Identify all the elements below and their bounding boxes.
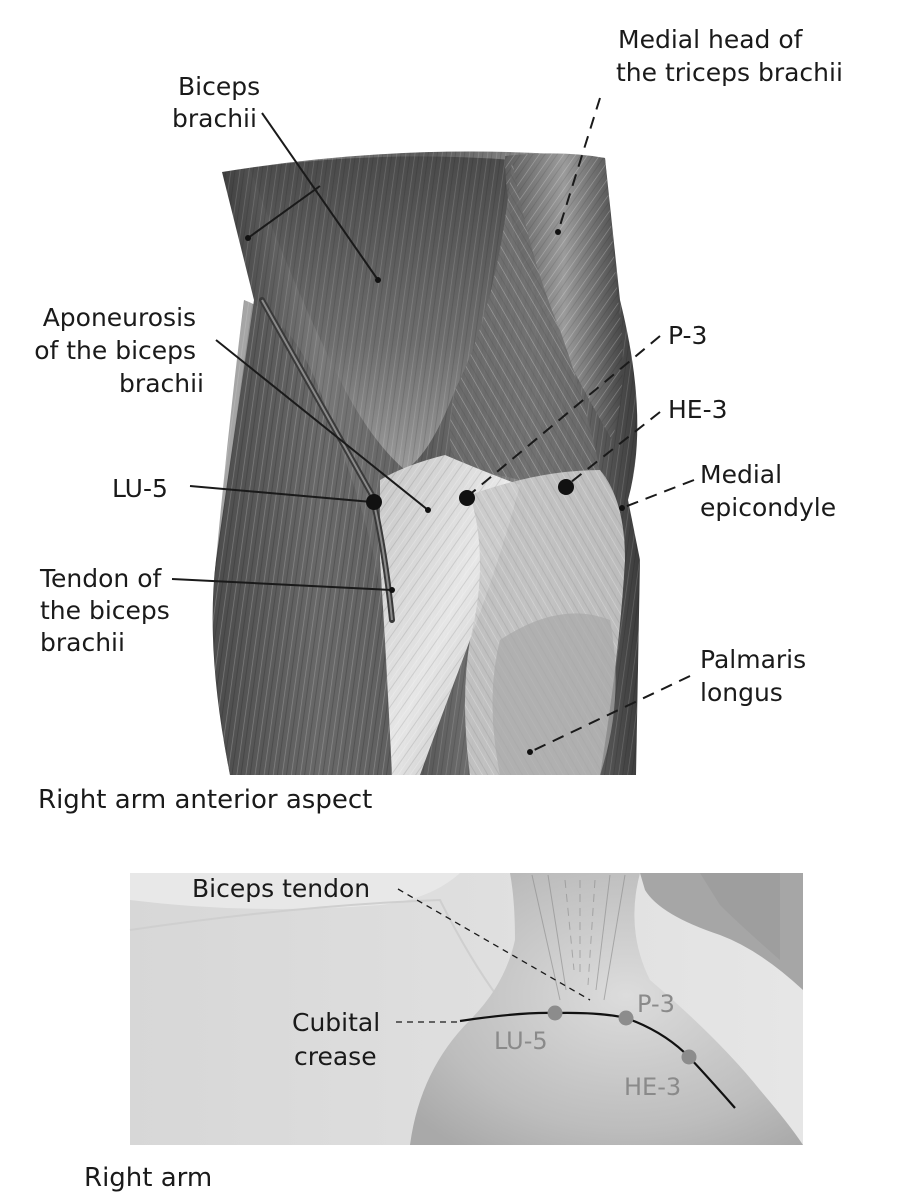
leader-lu5	[189, 485, 373, 503]
label-tendon-line2: the biceps	[40, 596, 170, 625]
label-cubital-crease: Cubital crease	[292, 1008, 388, 1071]
label-epicondyle-line2: epicondyle	[700, 493, 836, 522]
label-palmaris-longus: Palmaris longus	[700, 645, 814, 707]
arm-surface-shape	[410, 873, 803, 1145]
leader-biceps-tendon	[397, 888, 591, 1001]
top-caption: Right arm anterior aspect	[38, 785, 372, 815]
acupoint-p3	[459, 490, 475, 506]
label-tendon-line1: Tendon of	[39, 564, 163, 593]
dot-biceps	[375, 277, 381, 283]
label-aponeurosis-line1: Aponeurosis	[43, 303, 196, 332]
acupoint-lu5	[366, 494, 382, 510]
label-tendon-line3: brachii	[40, 628, 125, 657]
bottom-leader-lines	[396, 888, 591, 1023]
label-cubital-line2: crease	[294, 1042, 377, 1071]
top-acupoints	[366, 479, 574, 510]
label-cubital-line1: Cubital	[292, 1008, 380, 1037]
label-biceps-line2: brachii	[172, 104, 257, 133]
leader-epicondyle	[621, 479, 695, 509]
surface-point-he3	[681, 1049, 697, 1065]
label-p3: P-3	[668, 321, 707, 350]
label-triceps-line2: the triceps brachii	[616, 58, 843, 87]
label-triceps-line1: Medial head of	[618, 25, 804, 54]
top-leader-dots	[245, 229, 625, 755]
dot-aponeurosis	[425, 507, 431, 513]
leader-biceps-1	[261, 112, 379, 281]
biceps-tendon-striations	[531, 874, 626, 1001]
label-tendon-biceps: Tendon of the biceps brachii	[39, 564, 178, 657]
label-biceps-brachii: Biceps brachii	[172, 72, 268, 133]
leader-aponeurosis	[215, 339, 429, 511]
label-surface-he3: HE-3	[624, 1073, 681, 1101]
surface-point-lu5	[547, 1005, 563, 1021]
dot-palmaris	[527, 749, 533, 755]
leader-palmaris	[529, 675, 691, 753]
surface-point-p3	[618, 1010, 634, 1026]
dot-triceps	[555, 229, 561, 235]
leader-triceps	[557, 97, 601, 233]
label-biceps-line1: Biceps	[178, 72, 260, 101]
label-biceps-tendon: Biceps tendon	[192, 874, 370, 903]
label-palmaris-line2: longus	[700, 678, 783, 707]
arm-muscle-illustration	[212, 151, 640, 775]
acupoint-he3	[558, 479, 574, 495]
dot-tendon	[389, 587, 395, 593]
bottom-caption: Right arm	[84, 1163, 212, 1193]
label-medial-head-triceps: Medial head of the triceps brachii	[616, 25, 843, 87]
leader-biceps-2	[247, 185, 321, 239]
top-leader-lines	[171, 97, 695, 753]
leader-p3	[467, 335, 661, 497]
label-surface-lu5: LU-5	[494, 1027, 548, 1055]
label-medial-epicondyle: Medial epicondyle	[700, 460, 836, 522]
bottom-acupoints	[547, 1005, 697, 1065]
label-aponeurosis-line2: of the biceps	[34, 336, 196, 365]
dot-epicondyle	[619, 505, 625, 511]
label-epicondyle-line1: Medial	[700, 460, 782, 489]
label-he3: HE-3	[668, 395, 728, 424]
arm-surface-illustration	[129, 873, 803, 1145]
leader-tendon-biceps	[171, 578, 393, 591]
label-aponeurosis-line3: brachii	[119, 369, 204, 398]
label-palmaris-line1: Palmaris	[700, 645, 806, 674]
dot-biceps-2	[245, 235, 251, 241]
label-lu5: LU-5	[112, 474, 168, 503]
label-surface-p3: P-3	[637, 990, 675, 1018]
label-aponeurosis: Aponeurosis of the biceps brachii	[34, 303, 204, 398]
palmaris-region	[492, 613, 616, 775]
